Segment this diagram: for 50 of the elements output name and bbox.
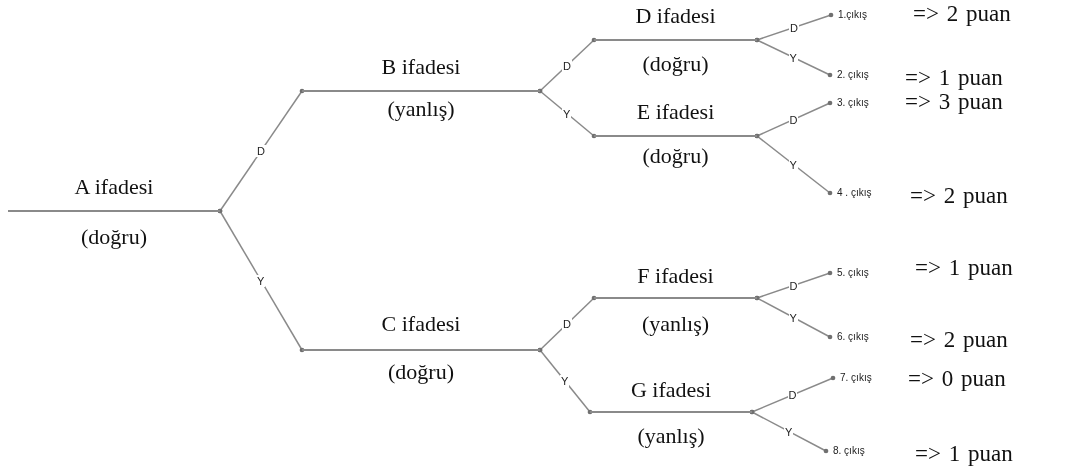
- exit-label: 8. çıkış: [826, 443, 865, 459]
- branch-connector: [537, 88, 597, 139]
- edge-label: Y: [788, 158, 798, 171]
- score-text: => 1 puan: [915, 255, 1013, 281]
- score-text: => 1 puan: [915, 441, 1013, 467]
- edge-label: D: [789, 21, 799, 34]
- truth-value-label: (yanlış): [636, 424, 706, 448]
- score-text: => 3 puan: [905, 89, 1003, 115]
- score-text: => 2 puan: [910, 327, 1008, 353]
- truth-value-label: (yanlış): [386, 97, 456, 121]
- statement-label: C ifadesi: [380, 312, 462, 336]
- branch-connector: [754, 133, 833, 196]
- edge-label: D: [788, 113, 799, 126]
- exit-label: 5. çıkış: [830, 265, 869, 281]
- exit-label: 6. çıkış: [830, 329, 869, 345]
- truth-value-label: (yanlış): [640, 312, 711, 336]
- statement-label: A ifadesi: [73, 175, 155, 199]
- score-text: => 2 puan: [913, 1, 1011, 27]
- statement-label: F ifadesi: [636, 264, 715, 288]
- edge-label: D: [562, 318, 572, 330]
- edge-label: Y: [788, 51, 798, 64]
- score-text: => 0 puan: [908, 366, 1006, 392]
- edge-label: D: [256, 145, 266, 157]
- branch-connector: [754, 295, 833, 340]
- exit-label: 3. çıkış: [830, 95, 869, 111]
- edge-label: D: [562, 59, 572, 72]
- edge-label: D: [788, 279, 799, 292]
- truth-value-label: (doğru): [641, 52, 710, 76]
- exit-label: 4 . çıkış: [830, 185, 872, 201]
- score-text: => 2 puan: [910, 183, 1008, 209]
- edge-label: Y: [560, 375, 570, 387]
- edge-label: Y: [256, 274, 266, 287]
- statement-label: D ifadesi: [634, 4, 717, 28]
- exit-label: 1.çıkış: [831, 7, 867, 23]
- branch-connector: [754, 37, 833, 78]
- edge-label: Y: [784, 425, 794, 438]
- edge-label: D: [787, 389, 798, 401]
- statement-label: E ifadesi: [635, 100, 716, 124]
- edge-label: Y: [562, 107, 572, 120]
- statement-label: B ifadesi: [380, 55, 462, 79]
- statement-label: G ifadesi: [630, 378, 712, 402]
- branch-connector: [217, 208, 305, 353]
- truth-value-label: (doğru): [641, 144, 710, 168]
- exit-label: 7. çıkış: [833, 370, 872, 386]
- score-text: => 1 puan: [905, 65, 1003, 91]
- edge-label: Y: [788, 311, 798, 324]
- exit-label: 2. çıkış: [830, 67, 869, 83]
- branch-connector: [749, 409, 829, 454]
- truth-value-label: (doğru): [387, 360, 455, 384]
- truth-value-label: (doğru): [80, 225, 148, 249]
